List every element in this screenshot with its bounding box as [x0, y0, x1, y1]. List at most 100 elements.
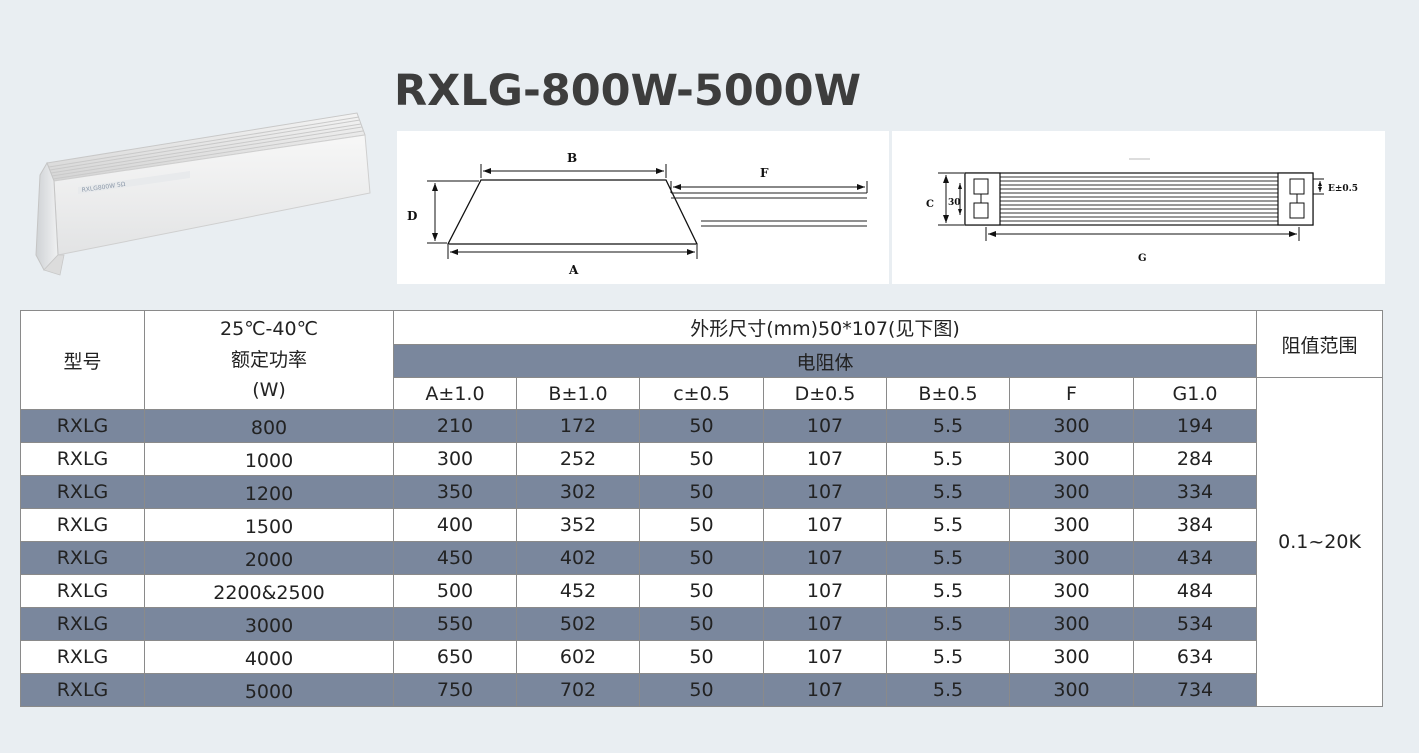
dimension-cell: 634: [1132, 640, 1258, 674]
power-cell: 2000: [144, 541, 394, 575]
dimension-cell: 350: [393, 475, 517, 509]
dimension-cell: 300: [1009, 673, 1134, 707]
subheader-cell: B±1.0: [516, 377, 640, 410]
dimension-cell: 452: [516, 574, 640, 608]
dimension-cell: 107: [763, 508, 887, 542]
power-value: 5000: [244, 681, 294, 703]
dimension-cell: 5.5: [886, 607, 1010, 641]
dimension-cell: 300: [1009, 508, 1134, 542]
dimension-cell: 300: [1009, 640, 1134, 674]
dim-label-a: A: [568, 263, 579, 277]
dim-label-b: B: [567, 151, 577, 165]
model-cell: RXLG: [20, 475, 145, 509]
power-value: 2200&2500: [213, 582, 325, 604]
dimension-cell: 484: [1132, 574, 1258, 608]
dimension-cell: 50: [639, 508, 764, 542]
dimension-cell: 300: [1009, 607, 1134, 641]
header-body: 电阻体: [392, 344, 1258, 378]
dimension-cell: 107: [763, 442, 887, 476]
dim-label-30: 30: [948, 198, 961, 208]
dimension-cell: 5.5: [886, 574, 1010, 608]
subheader-cell: F: [1009, 377, 1134, 410]
dimension-cell: 194: [1132, 409, 1258, 443]
dimension-cell: 500: [393, 574, 517, 608]
dimension-cell: 107: [763, 409, 887, 443]
power-cell: 2200&2500: [144, 574, 394, 608]
header-model: 型号: [20, 310, 145, 410]
subheader-cell: B±0.5: [886, 377, 1010, 410]
dimension-cell: 534: [1132, 607, 1258, 641]
dimension-cell: 210: [393, 409, 517, 443]
power-cell: 5000: [144, 673, 394, 707]
dim-label-c: C: [926, 199, 934, 210]
dimension-cell: 384: [1132, 508, 1258, 542]
dimension-cell: 402: [516, 541, 640, 575]
power-cell: 4000: [144, 640, 394, 674]
dimension-cell: 5.5: [886, 442, 1010, 476]
model-cell: RXLG: [20, 442, 145, 476]
top-dimension-drawing: C 30 E±0.5 G: [892, 131, 1385, 284]
spec-table: 型号 25℃-40℃额定功率(W) 外形尺寸(mm)50*107(见下图) 阻值…: [20, 310, 1384, 707]
dimension-cell: 400: [393, 508, 517, 542]
dimension-cell: 5.5: [886, 409, 1010, 443]
subheader-cell: A±1.0: [393, 377, 517, 410]
dimension-cell: 5.5: [886, 475, 1010, 509]
dimension-cell: 50: [639, 607, 764, 641]
model-cell: RXLG: [20, 541, 145, 575]
model-cell: RXLG: [20, 574, 145, 608]
page-title: RXLG-800W-5000W: [394, 66, 862, 116]
power-value: 3000: [244, 615, 294, 637]
dimension-cell: 750: [393, 673, 517, 707]
dimension-cell: 50: [639, 640, 764, 674]
power-cell: 1200: [144, 475, 394, 509]
dimension-cell: 300: [1009, 442, 1134, 476]
dimension-cell: 502: [516, 607, 640, 641]
power-cell: 800: [144, 409, 394, 443]
resistance-range-value: 0.1~20K: [1256, 377, 1384, 707]
dim-label-f: F: [760, 166, 769, 180]
dimension-cell: 5.5: [886, 673, 1010, 707]
dimension-cell: 300: [1009, 574, 1134, 608]
dimension-cell: 107: [763, 640, 887, 674]
dimension-cell: 5.5: [886, 640, 1010, 674]
model-cell: RXLG: [20, 673, 145, 707]
power-value: 1200: [244, 483, 294, 505]
side-dimension-drawing: B F D A: [397, 131, 889, 284]
header-dimensions: 外形尺寸(mm)50*107(见下图): [392, 310, 1258, 345]
subheader-cell: D±0.5: [763, 377, 887, 410]
dimension-cell: 302: [516, 475, 640, 509]
dim-label-g: G: [1138, 253, 1147, 264]
power-cell: 1000: [144, 442, 394, 476]
model-cell: RXLG: [20, 409, 145, 443]
header-range: 阻值范围: [1256, 310, 1384, 378]
dimension-cell: 50: [639, 475, 764, 509]
dimension-cell: 50: [639, 541, 764, 575]
dimension-cell: 300: [1009, 409, 1134, 443]
dimension-cell: 300: [393, 442, 517, 476]
header-power: 25℃-40℃额定功率(W): [144, 310, 394, 410]
dimension-cell: 300: [1009, 541, 1134, 575]
dim-label-e: E±0.5: [1328, 184, 1358, 194]
subheader-cell: c±0.5: [639, 377, 764, 410]
dim-label-d: D: [407, 209, 417, 223]
dimension-cell: 50: [639, 409, 764, 443]
model-cell: RXLG: [20, 640, 145, 674]
dimension-cell: 50: [639, 673, 764, 707]
dimension-cell: 172: [516, 409, 640, 443]
dimension-cell: 5.5: [886, 508, 1010, 542]
power-value: 800: [250, 417, 288, 439]
dimension-cell: 602: [516, 640, 640, 674]
dimension-cell: 450: [393, 541, 517, 575]
dimension-cell: 300: [1009, 475, 1134, 509]
subheader-cell: G1.0: [1132, 377, 1258, 410]
power-value: 2000: [244, 549, 294, 571]
spec-table-body: 型号 25℃-40℃额定功率(W) 外形尺寸(mm)50*107(见下图) 阻值…: [20, 310, 1384, 707]
